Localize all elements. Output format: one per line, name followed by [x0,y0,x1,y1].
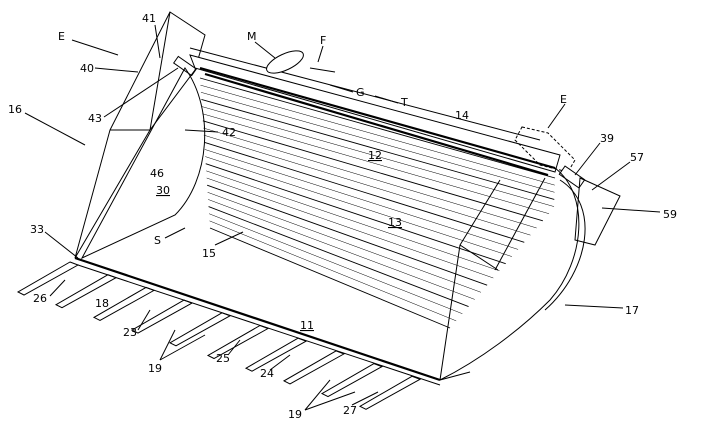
shading-line [200,84,555,186]
bottom-edge-11 [74,256,441,382]
shading-line [199,77,556,179]
label-19: 19 [148,362,162,375]
label-G: G [356,86,365,99]
label-42: 42 [222,126,236,139]
label-40: 40 [80,62,94,75]
label-46: 46 [150,167,164,180]
shading-line [205,163,506,265]
shading-line [204,141,525,243]
label-S: S [154,234,161,247]
bucket-interior-shading [199,77,556,329]
tine [282,350,346,385]
label-27: 27 [343,404,357,417]
tine [16,261,80,296]
shading-line [208,199,475,300]
leader-lines [24,24,661,411]
shading-line [206,184,488,286]
side-post [74,11,206,259]
label-41: 41 [142,12,156,25]
shading-line [209,227,451,329]
label-59: 59 [663,208,677,221]
shading-line [200,92,555,193]
part-57-59 [574,177,621,246]
label-11: 11 [300,319,314,332]
shading-line [202,120,543,222]
label-17: 17 [625,304,639,317]
label-15: 15 [202,247,216,260]
label-24: 24 [260,367,274,380]
label-33: 33 [30,223,44,236]
label-E-right: E [560,93,567,106]
shading-line [201,98,555,200]
reference-labels: 41 E 40 M F G T 43 16 42 14 E 39 57 12 4… [8,12,677,421]
label-19-lower: 19 [288,408,302,421]
shading-line [205,156,512,257]
tine [244,337,308,372]
label-30: 30 [156,184,170,197]
tine [168,312,232,347]
tine [358,375,422,410]
label-F: F [320,34,326,47]
part-39 [558,165,586,189]
label-12: 12 [368,149,382,162]
shading-line [207,192,482,293]
tine [320,363,384,398]
label-16: 16 [8,103,22,116]
tines [16,261,422,410]
label-T: T [400,96,408,109]
label-13: 13 [388,216,402,229]
shading-line [206,177,494,279]
shading-line [208,213,463,314]
housing-E [514,126,576,173]
shading-line [208,206,469,307]
label-25: 25 [216,352,230,365]
shading-line [206,170,500,272]
label-18: 18 [95,297,109,310]
label-43: 43 [88,112,102,125]
shading-line [202,113,550,214]
label-14: 14 [455,109,469,122]
motor [266,50,304,74]
shading-line [209,220,457,322]
label-E: E [58,30,65,43]
side-plate [80,67,206,260]
label-23: 23 [123,326,137,339]
label-57: 57 [630,151,644,164]
label-39: 39 [600,132,614,145]
tine [130,299,194,334]
bucket-end-wall [439,167,580,381]
label-26: 26 [33,292,47,305]
label-M: M [247,30,257,43]
bracket-43 [172,55,198,77]
shading-line [204,149,519,250]
shading-line [201,106,555,207]
